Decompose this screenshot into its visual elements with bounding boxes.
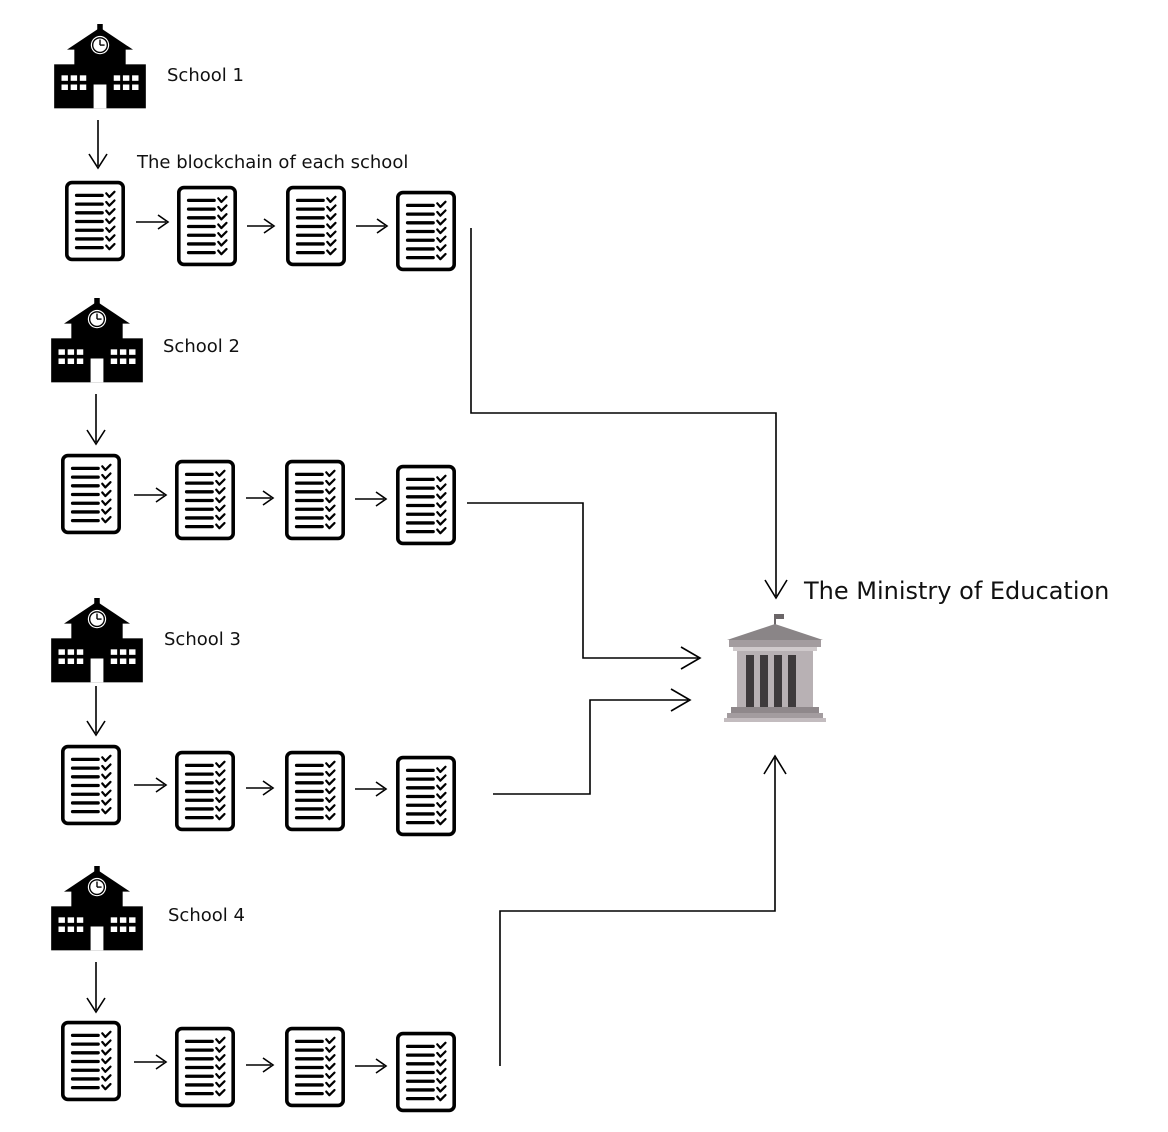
arrow-head [680, 646, 702, 670]
arrow-head [376, 218, 389, 234]
document-checklist-icon [396, 755, 456, 837]
arrow-head [263, 218, 276, 234]
school-label: School 3 [164, 629, 241, 650]
document-checklist-icon [285, 459, 345, 541]
arrow-head [86, 429, 106, 446]
document-checklist-icon [177, 185, 237, 267]
ministry-label: The Ministry of Education [804, 577, 1110, 605]
school-building-icon [50, 598, 144, 684]
document-checklist-icon [61, 744, 121, 826]
document-checklist-icon [285, 1026, 345, 1108]
arrow-head [763, 754, 787, 775]
arrow-head [157, 214, 170, 230]
document-checklist-icon [396, 464, 456, 546]
school-building-icon [50, 298, 144, 384]
arrow-head [86, 720, 106, 737]
document-checklist-icon [61, 453, 121, 535]
school-label: School 4 [168, 905, 245, 926]
arrow-head [262, 780, 275, 796]
arrow-head [375, 1058, 388, 1074]
arrow-head [88, 153, 108, 170]
arrow-head [262, 1057, 275, 1073]
government-building-icon [724, 614, 826, 722]
document-checklist-icon [175, 750, 235, 832]
arrow-head [670, 688, 692, 712]
arrow-head [262, 490, 275, 506]
arrow-head [764, 579, 788, 600]
document-checklist-icon [175, 459, 235, 541]
chain-2-connector [467, 502, 698, 659]
chain-1-connector [470, 228, 777, 596]
school-label: School 2 [163, 336, 240, 357]
document-checklist-icon [396, 1031, 456, 1113]
document-checklist-icon [61, 1020, 121, 1102]
chain-4-connector [499, 758, 776, 1066]
chain-3-connector [493, 699, 688, 795]
school-building-icon [53, 24, 147, 110]
arrow-head [375, 491, 388, 507]
document-checklist-icon [65, 180, 125, 262]
school-building-icon [50, 866, 144, 952]
arrow-head [86, 997, 106, 1014]
arrow-head [155, 487, 168, 503]
document-checklist-icon [396, 190, 456, 272]
document-checklist-icon [286, 185, 346, 267]
chain-label: The blockchain of each school [137, 152, 409, 173]
document-checklist-icon [285, 750, 345, 832]
document-checklist-icon [175, 1026, 235, 1108]
arrow-head [155, 1054, 168, 1070]
arrow-head [155, 777, 168, 793]
arrow-head [375, 781, 388, 797]
school-label: School 1 [167, 65, 244, 86]
